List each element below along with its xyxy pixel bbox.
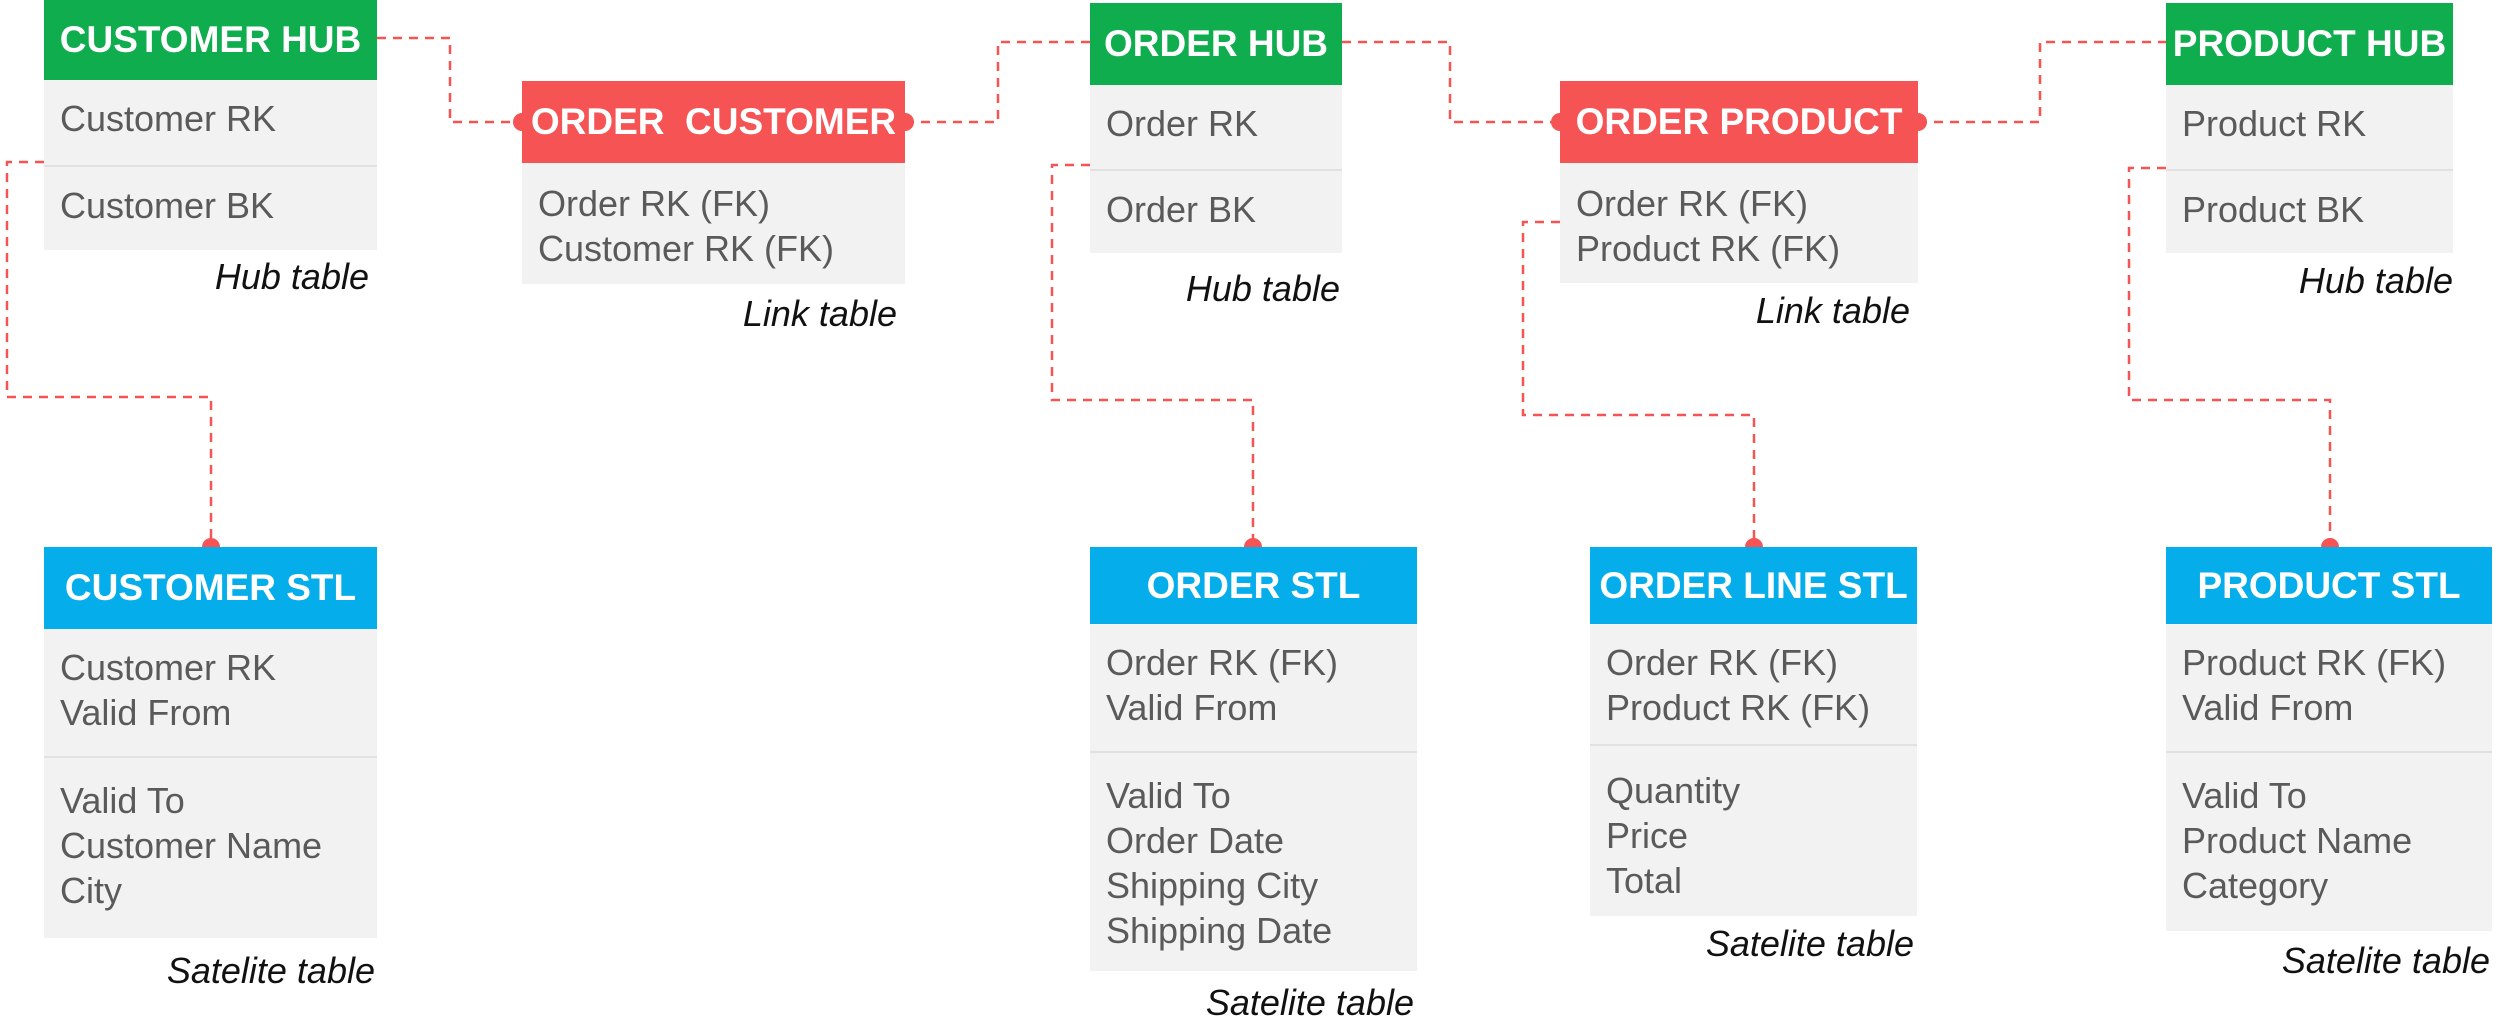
field-customer-rk: Customer RK <box>60 647 277 688</box>
field-order-rk-fk: Order RK (FK) <box>538 183 771 224</box>
product-stl-attributes: Valid To Product Name Category <box>2166 751 2492 931</box>
field-valid-from: Valid From <box>1106 687 1278 728</box>
field-order-date: Order Date <box>1106 820 1285 861</box>
product-hub-table: PRODUCT HUB Product RK Product BK <box>2166 3 2453 253</box>
order-hub-table: ORDER HUB Order RK Order BK <box>1090 3 1342 253</box>
field-valid-to: Valid To <box>1106 775 1231 816</box>
product-stl-table: PRODUCT STL Product RK (FK) Valid From V… <box>2166 547 2492 931</box>
field-category: Category <box>2182 865 2329 906</box>
customer-hub-caption: Hub table <box>214 256 369 297</box>
order-product-link-table: ORDER PRODUCT Order RK (FK) Product RK (… <box>1560 81 1918 283</box>
connector-order-product-to-order-line-stl <box>1521 220 1756 547</box>
field-shipping-city: Shipping City <box>1106 865 1319 906</box>
order-hub-caption: Hub table <box>1185 268 1340 309</box>
field-customer-rk: Customer RK <box>60 98 277 139</box>
field-shipping-date: Shipping Date <box>1106 910 1333 951</box>
connector-order-product-to-product-hub <box>1918 40 2166 124</box>
order-stl-attributes: Valid To Order Date Shipping City Shippi… <box>1090 751 1417 971</box>
order-line-stl-attributes: Quantity Price Total <box>1590 744 1917 916</box>
field-order-rk-fk: Order RK (FK) <box>1576 183 1809 224</box>
product-stl-keys: Product RK (FK) Valid From <box>2166 624 2492 751</box>
field-order-rk: Order RK <box>1106 103 1259 144</box>
field-product-name: Product Name <box>2182 820 2413 861</box>
customer-hub-table: CUSTOMER HUB Customer RK Customer BK <box>44 0 377 250</box>
connector-product-hub-to-product-stl <box>2127 166 2332 547</box>
product-hub-field: Product RK <box>2166 85 2453 169</box>
customer-stl-attributes: Valid To Customer Name City <box>44 756 377 938</box>
order-customer-link-fields: Order RK (FK) Customer RK (FK) <box>522 163 905 284</box>
field-valid-from: Valid From <box>2182 687 2354 728</box>
field-product-rk: Product RK <box>2182 103 2367 144</box>
order-product-link-caption: Link table <box>1755 290 1910 331</box>
field-valid-from: Valid From <box>60 692 232 733</box>
product-hub-header: PRODUCT HUB <box>2166 3 2453 85</box>
product-stl-caption: Satelite table <box>2281 940 2490 981</box>
connector-customer-hub-to-customer-stl <box>5 160 213 547</box>
order-product-link-fields: Order RK (FK) Product RK (FK) <box>1560 163 1918 283</box>
order-stl-table: ORDER STL Order RK (FK) Valid From Valid… <box>1090 547 1417 971</box>
order-customer-link-caption: Link table <box>742 293 897 334</box>
customer-stl-keys: Customer RK Valid From <box>44 629 377 756</box>
order-product-link-header: ORDER PRODUCT <box>1560 81 1918 163</box>
field-order-rk-fk: Order RK (FK) <box>1106 642 1339 683</box>
connector-order-hub-to-order-product <box>1342 40 1560 124</box>
customer-hub-field: Customer BK <box>44 165 377 250</box>
field-order-bk: Order BK <box>1106 189 1257 230</box>
field-customer-name: Customer Name <box>60 825 323 866</box>
product-hub-caption: Hub table <box>2298 260 2453 301</box>
order-line-stl-caption: Satelite table <box>1705 923 1914 964</box>
order-line-stl-keys: Order RK (FK) Product RK (FK) <box>1590 624 1917 744</box>
order-stl-keys: Order RK (FK) Valid From <box>1090 624 1417 751</box>
connector-order-customer-to-order-hub <box>905 40 1090 124</box>
field-product-bk: Product BK <box>2182 189 2365 230</box>
customer-stl-header: CUSTOMER STL <box>44 547 377 629</box>
connector-order-hub-to-order-stl <box>1050 163 1255 547</box>
customer-hub-field: Customer RK <box>44 80 377 165</box>
field-customer-bk: Customer BK <box>60 185 275 226</box>
field-product-rk-fk: Product RK (FK) <box>1576 228 1841 269</box>
field-valid-to: Valid To <box>60 780 185 821</box>
order-hub-field: Order BK <box>1090 169 1342 253</box>
field-order-rk-fk: Order RK (FK) <box>1606 642 1839 683</box>
order-customer-link-table: ORDER CUSTOMER Order RK (FK) Customer RK… <box>522 81 905 284</box>
field-customer-rk-fk: Customer RK (FK) <box>538 228 835 269</box>
order-stl-caption: Satelite table <box>1205 982 1414 1023</box>
field-valid-to: Valid To <box>2182 775 2307 816</box>
field-product-rk-fk: Product RK (FK) <box>2182 642 2447 683</box>
order-customer-link-header: ORDER CUSTOMER <box>522 81 905 163</box>
product-hub-field: Product BK <box>2166 169 2453 253</box>
customer-stl-caption: Satelite table <box>166 950 375 991</box>
field-quantity: Quantity <box>1606 770 1741 811</box>
product-stl-header: PRODUCT STL <box>2166 547 2492 624</box>
order-hub-header: ORDER HUB <box>1090 3 1342 85</box>
customer-hub-header: CUSTOMER HUB <box>44 0 377 80</box>
order-stl-header: ORDER STL <box>1090 547 1417 624</box>
order-hub-field: Order RK <box>1090 85 1342 169</box>
field-product-rk-fk: Product RK (FK) <box>1606 687 1871 728</box>
field-city: City <box>60 870 122 911</box>
field-price: Price <box>1606 815 1689 856</box>
customer-stl-table: CUSTOMER STL Customer RK Valid From Vali… <box>44 547 377 938</box>
connector-customer-hub-to-order-customer <box>377 36 522 124</box>
field-total: Total <box>1606 860 1683 901</box>
order-line-stl-header: ORDER LINE STL <box>1590 547 1917 624</box>
order-line-stl-table: ORDER LINE STL Order RK (FK) Product RK … <box>1590 547 1917 916</box>
